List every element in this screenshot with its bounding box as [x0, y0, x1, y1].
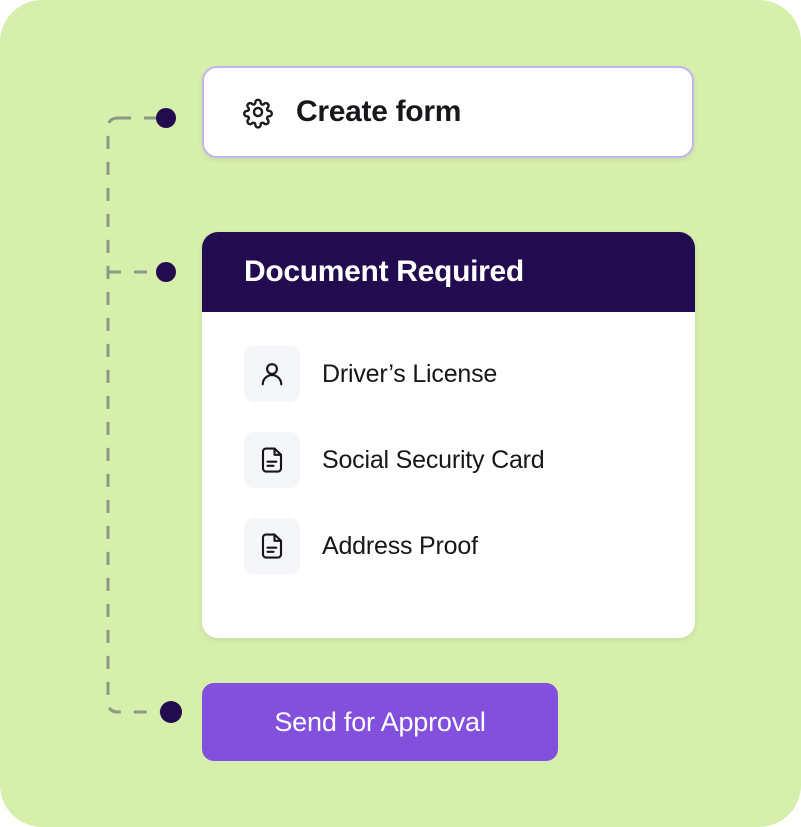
list-item-label: Address Proof [322, 531, 478, 560]
create-form-label: Create form [296, 95, 462, 128]
list-item-social-security-card[interactable]: Social Security Card [244, 432, 695, 488]
document-required-card: Document Required Driver’s License [202, 232, 695, 638]
connector-dot-create-form [156, 108, 176, 128]
connector-dot-send-approval [160, 701, 182, 723]
create-form-card[interactable]: Create form [202, 66, 694, 158]
list-item-drivers-license[interactable]: Driver’s License [244, 346, 695, 402]
connector-trunk-path [106, 116, 166, 714]
send-for-approval-button[interactable]: Send for Approval [202, 683, 558, 761]
list-item-label: Driver’s License [322, 359, 498, 388]
document-required-list: Driver’s License Social Security Card [202, 312, 695, 638]
document-icon [244, 432, 300, 488]
document-required-header: Document Required [202, 232, 695, 312]
connector-dot-document-required [156, 262, 176, 282]
gear-icon [240, 94, 276, 130]
list-item-address-proof[interactable]: Address Proof [244, 518, 695, 574]
document-required-title: Document Required [244, 255, 524, 288]
person-icon [244, 346, 300, 402]
list-item-label: Social Security Card [322, 445, 545, 474]
document-icon [244, 518, 300, 574]
